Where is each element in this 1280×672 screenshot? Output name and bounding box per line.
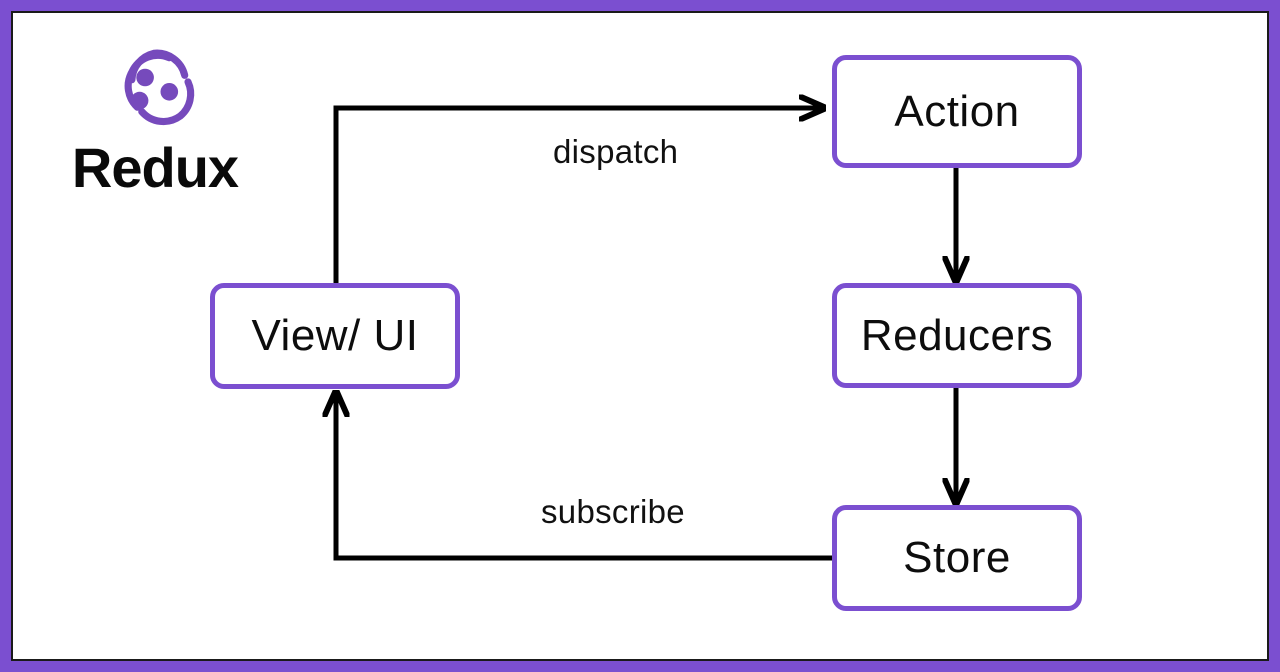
node-store-label: Store: [903, 533, 1011, 582]
redux-logo-icon: [124, 49, 195, 126]
node-action-label: Action: [894, 86, 1020, 136]
redux-brand: Redux: [55, 28, 255, 203]
node-view-ui[interactable]: View/ UI: [210, 283, 460, 389]
node-store[interactable]: Store: [832, 505, 1082, 611]
edge-label-dispatch: dispatch: [553, 133, 679, 170]
node-reducers-label: Reducers: [860, 310, 1054, 360]
node-view-ui-label: View/ UI: [251, 311, 419, 360]
redux-wordmark: Redux: [71, 136, 239, 199]
edge-label-subscribe: subscribe: [541, 493, 685, 530]
node-reducers[interactable]: Reducers: [832, 283, 1082, 388]
node-action[interactable]: Action: [832, 55, 1082, 168]
